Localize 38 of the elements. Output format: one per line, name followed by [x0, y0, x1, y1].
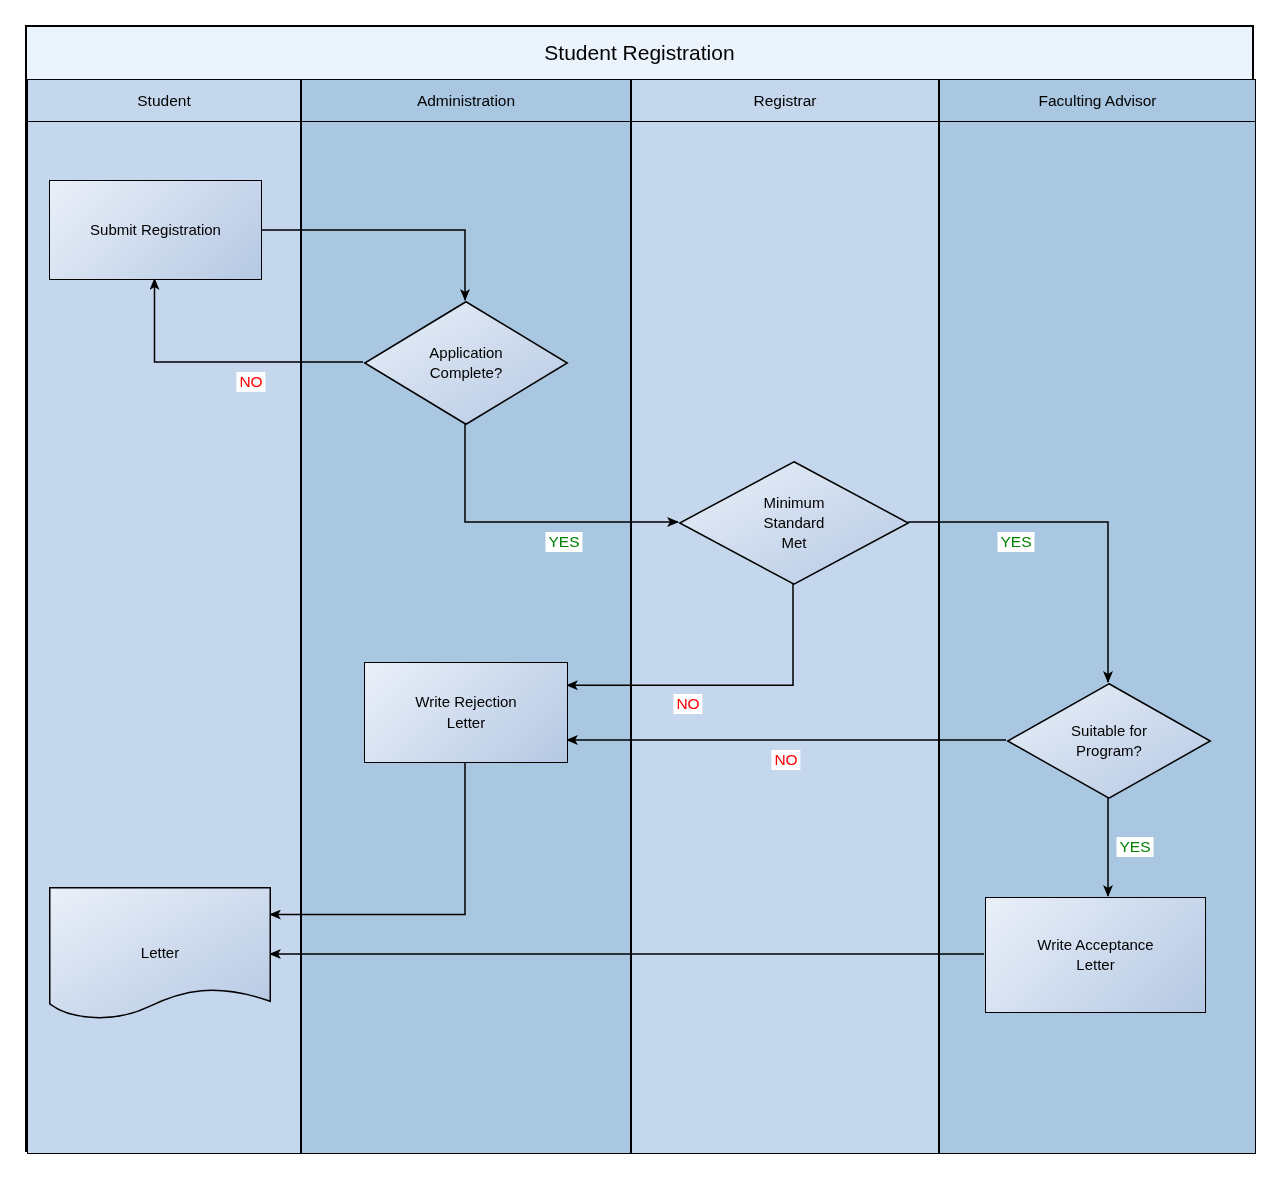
decision-diamond	[679, 461, 909, 585]
decision-diamond	[364, 301, 568, 425]
arrow	[566, 583, 794, 691]
arrow	[907, 521, 1113, 683]
document-text: Letter	[140, 943, 180, 963]
lane-title: Administration	[416, 91, 516, 110]
edge-label: NO	[673, 694, 703, 714]
lane-title: Student	[137, 91, 191, 110]
arrow	[1103, 797, 1113, 897]
pool-frame	[25, 25, 1254, 1152]
arrow	[149, 278, 364, 363]
arrow	[269, 761, 466, 920]
swimlane	[939, 79, 1256, 1154]
process-text: Write Acceptance Letter	[1036, 934, 1155, 975]
arrow	[260, 229, 470, 301]
swimlane	[27, 79, 301, 1154]
decision-text: Minimum Standard Met	[762, 492, 826, 554]
process-box	[985, 897, 1206, 1013]
decision-diamond	[1007, 683, 1211, 799]
lane-title: Registrar	[753, 91, 817, 110]
process-box	[364, 662, 568, 763]
process-text: Submit Registration	[90, 219, 221, 240]
edge-label: YES	[997, 532, 1035, 552]
edge-label: NO	[236, 372, 266, 392]
edge-label: YES	[1116, 837, 1154, 857]
decision-text: Suitable for Program?	[1070, 720, 1148, 761]
process-box	[49, 180, 262, 280]
arrow	[464, 423, 679, 527]
process-text: Write Rejection Letter	[414, 692, 518, 733]
decision-text: Application Complete?	[428, 342, 504, 383]
swimlane	[631, 79, 939, 1154]
edge-label: NO	[771, 750, 801, 770]
arrow	[566, 735, 1007, 745]
arrow	[269, 949, 985, 959]
edge-label: YES	[545, 532, 583, 552]
lane-title: Faculting Advisor	[1038, 91, 1157, 110]
swimlane	[301, 79, 631, 1154]
pool-title: Student Registration	[543, 41, 736, 65]
